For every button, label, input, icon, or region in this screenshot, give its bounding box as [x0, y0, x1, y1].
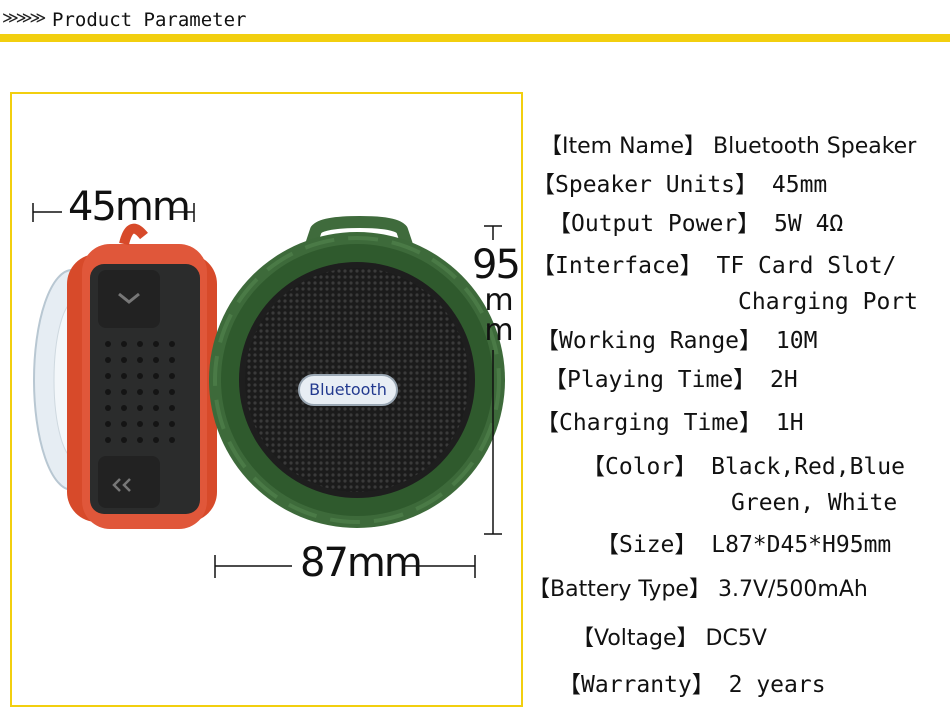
- spec-row-speaker-units: 【Speaker Units】 45mm: [532, 171, 827, 199]
- section-title: Product Parameter: [52, 9, 247, 31]
- spec-label: 【Interface】: [532, 253, 703, 279]
- spec-value-2: Charging Port: [738, 289, 919, 315]
- spec-label: 【Charging Time】: [536, 410, 763, 436]
- spec-row-voltage: 【Voltage】 DC5V: [572, 625, 767, 653]
- spec-label: 【Color】: [582, 454, 698, 480]
- spec-label: 【Speaker Units】: [532, 172, 759, 198]
- spec-row-color: 【Color】 Black,Red,Blue: [582, 453, 905, 481]
- spec-row-battery-type: 【Battery Type】 3.7V/500mAh: [528, 576, 868, 604]
- spec-value: 2H: [770, 367, 798, 393]
- bluetooth-badge: Bluetooth: [298, 374, 398, 406]
- spec-label: 【Working Range】: [536, 328, 763, 354]
- spec-row-playing-time: 【Playing Time】 2H: [544, 366, 798, 394]
- spec-value: 1H: [775, 410, 804, 436]
- header-underline-bar: [0, 34, 950, 42]
- spec-label: 【Warranty】: [558, 672, 715, 698]
- height-dimension-unit: m m: [484, 286, 514, 346]
- height-unit-m1: m: [484, 283, 514, 318]
- spec-row-interface: 【Interface】 TF Card Slot/: [532, 252, 897, 280]
- spec-value: 5W 4Ω: [774, 211, 844, 237]
- spec-row-working-range: 【Working Range】 10M: [536, 327, 817, 355]
- chevron-arrows-icon: ≫≫≫: [2, 8, 46, 27]
- spec-row-interface-line2: Charging Port: [738, 288, 918, 316]
- spec-value: 2 years: [728, 672, 826, 698]
- spec-label: 【Output Power】: [548, 211, 761, 237]
- spec-row-warranty: 【Warranty】 2 years: [558, 671, 826, 699]
- spec-value-2: Green, White: [731, 490, 898, 516]
- length-dimension-label: 87mm: [300, 540, 423, 586]
- spec-value: 10M: [775, 328, 818, 354]
- spec-value: TF Card Slot/: [716, 253, 897, 279]
- spec-label: 【Voltage】: [572, 626, 699, 651]
- spec-label: 【Battery Type】: [528, 577, 711, 602]
- spec-value: Bluetooth Speaker: [712, 134, 917, 159]
- spec-row-charging-time: 【Charging Time】 1H: [536, 409, 804, 437]
- height-dimension-number: 95: [472, 242, 521, 288]
- spec-value: 45mm: [771, 172, 828, 198]
- spec-row-item-name: 【Item Name】 Bluetooth Speaker: [540, 133, 916, 161]
- spec-label: 【Item Name】: [540, 134, 706, 159]
- width-dimension-label: 45mm: [68, 184, 191, 230]
- spec-row-size: 【Size】 L87*D45*H95mm: [596, 531, 891, 559]
- spec-value: 3.7V/500mAh: [717, 577, 868, 602]
- spec-label: 【Size】: [596, 532, 698, 558]
- section-header: ≫≫≫ Product Parameter: [0, 0, 950, 44]
- spec-row-color-line2: Green, White: [731, 489, 897, 517]
- spec-value: DC5V: [705, 626, 767, 651]
- spec-row-output-power: 【Output Power】 5W 4Ω: [548, 210, 843, 238]
- spec-label: 【Playing Time】: [544, 367, 757, 393]
- spec-value: L87*D45*H95mm: [711, 532, 892, 558]
- height-unit-m2: m: [484, 313, 514, 348]
- spec-value: Black,Red,Blue: [711, 454, 905, 480]
